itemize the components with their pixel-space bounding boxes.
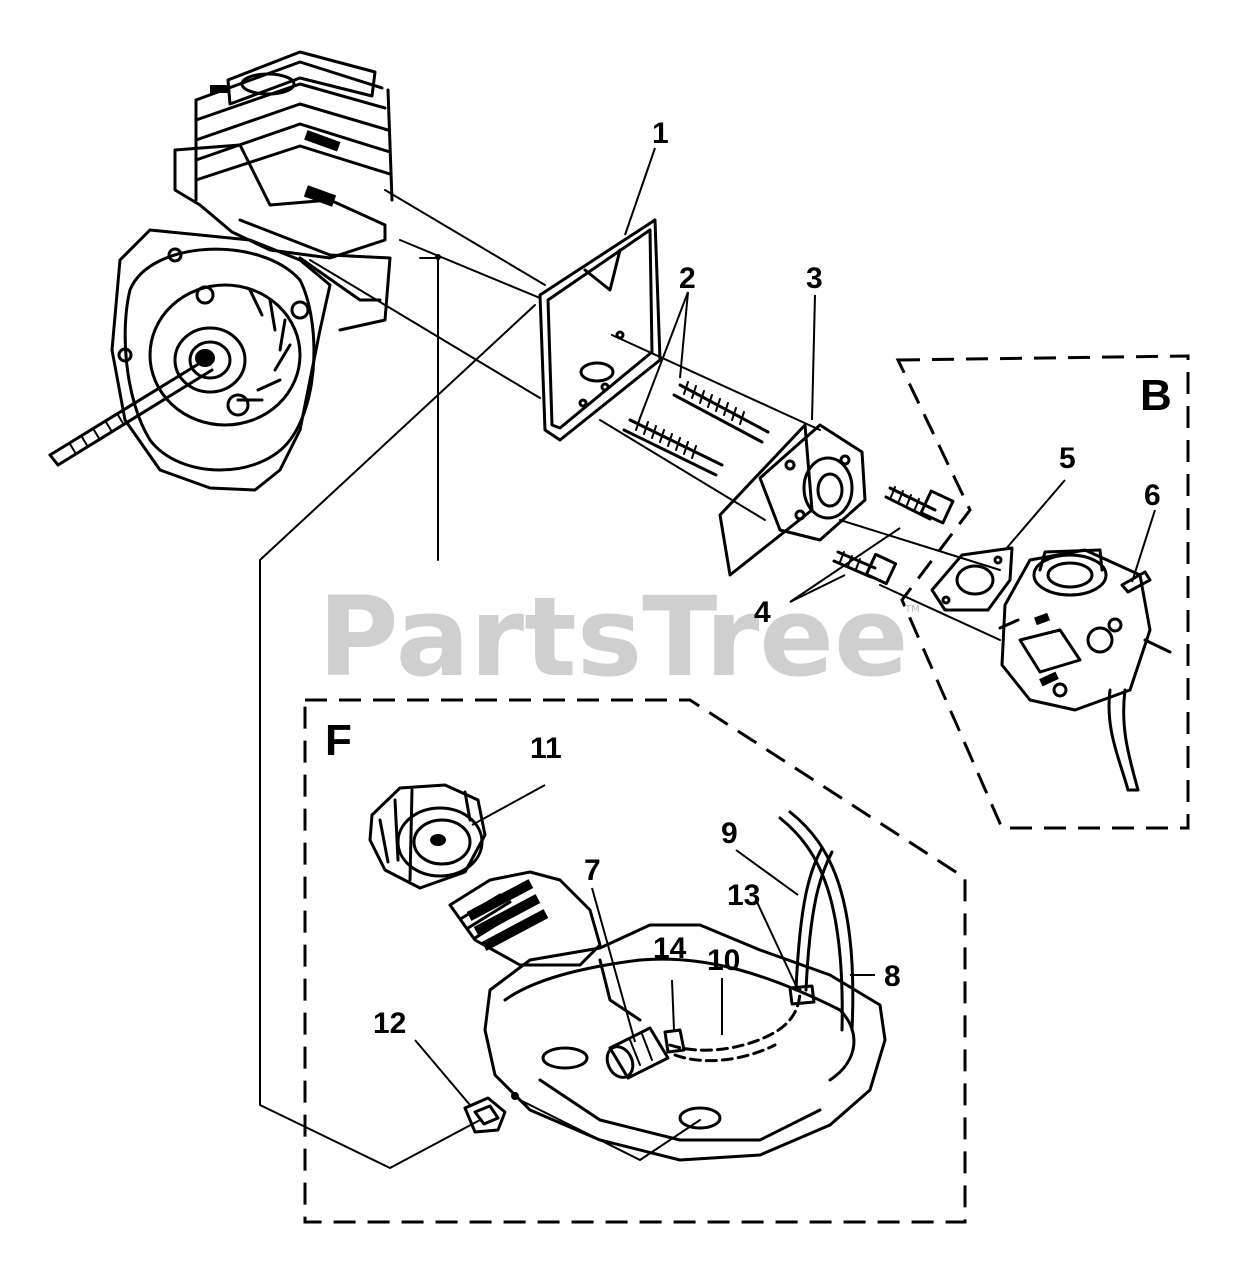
callout-14: 14 (653, 932, 687, 965)
callout-13: 13 (727, 879, 760, 912)
callout-1: 1 (652, 117, 669, 150)
part-6-screw (1120, 570, 1152, 594)
callout-5: 5 (1059, 442, 1076, 475)
callout-4: 4 (754, 596, 771, 629)
fuel-tank-shading (466, 879, 549, 951)
reference-dot (435, 254, 441, 260)
callout-8: 8 (884, 960, 901, 993)
watermark-text: PartsTree (318, 573, 909, 701)
group-label-b: B (1140, 371, 1172, 420)
carburetor-shading (1034, 612, 1059, 687)
fuel-cap-shading (430, 834, 446, 846)
part-5-carburetor-gasket (930, 546, 1014, 612)
part-2-studs (622, 381, 770, 477)
callout-6: 6 (1144, 479, 1161, 512)
callout-3: 3 (806, 262, 823, 295)
part-3-insulator (718, 423, 867, 577)
callout-2: 2 (679, 262, 696, 295)
watermark-trademark: TM (904, 604, 920, 615)
part-12-grommet (463, 1096, 507, 1134)
part-1-gasket (538, 218, 662, 442)
callout-12: 12 (373, 1007, 406, 1040)
group-b-boundary (895, 354, 1190, 830)
callout-11: 11 (530, 732, 562, 765)
carburetor (998, 548, 1172, 792)
part-11-fuel-cap (368, 783, 487, 890)
part-7-fuel-filter (605, 1026, 670, 1080)
leader-lines (414, 147, 1156, 1106)
engine-cylinder-crankcase (48, 50, 394, 492)
fuel-lines (663, 810, 855, 1063)
callout-10: 10 (707, 944, 740, 977)
callout-7: 7 (584, 854, 601, 887)
assembly-alignment-lines (259, 189, 1001, 1169)
group-label-f: F (325, 716, 352, 765)
callout-9: 9 (721, 817, 738, 850)
part-4-bolts (832, 486, 955, 586)
group-f-boundary (303, 698, 967, 1224)
